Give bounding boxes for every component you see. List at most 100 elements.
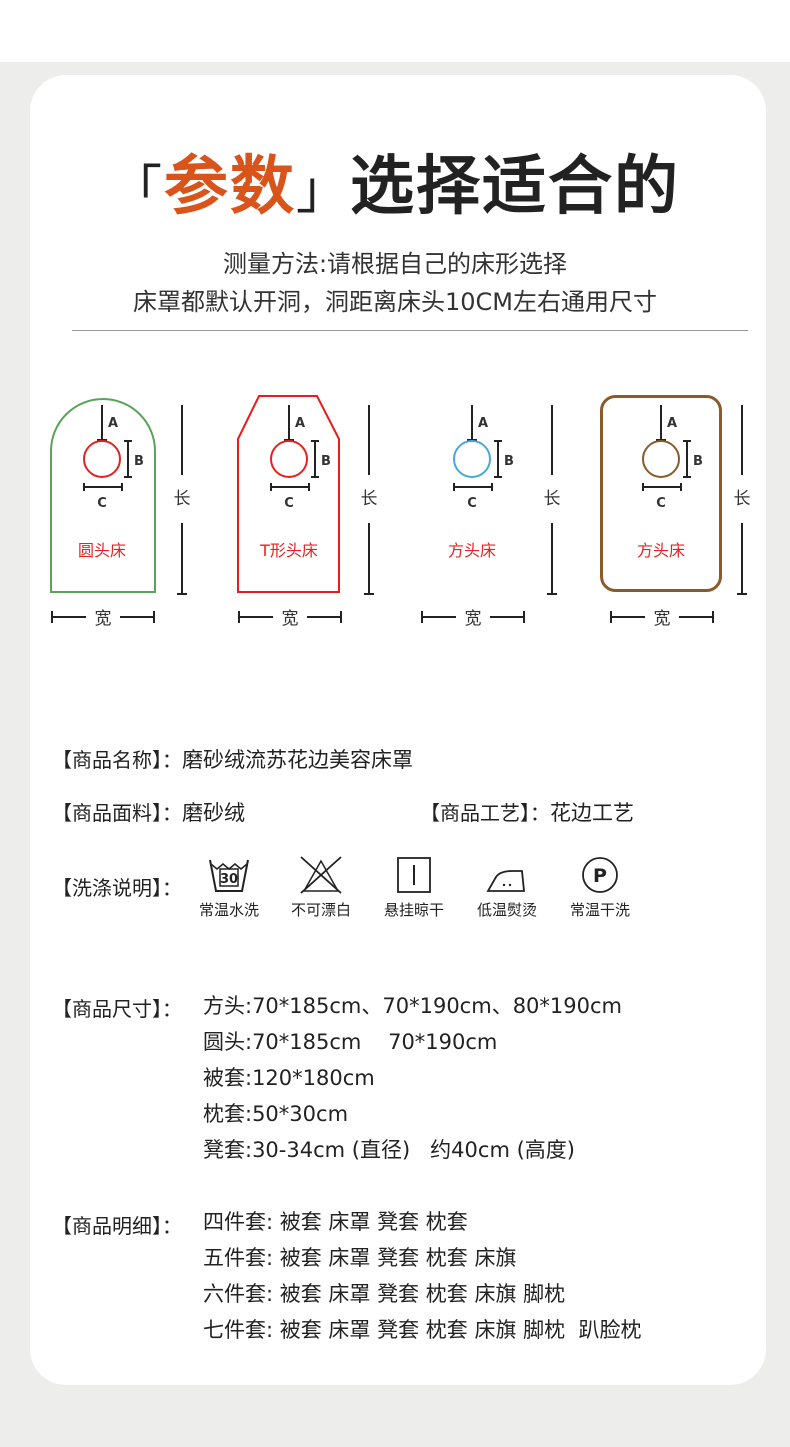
- detail-item: 六件套: 被套 床罩 凳套 枕套 床旗 脚枕: [203, 1282, 566, 1306]
- product-name-row: 【商品名称】：磨砂绒流苏花边美容床罩: [52, 744, 413, 774]
- wash-30-icon: 30: [209, 859, 249, 892]
- bed-type-name: 圆头床: [78, 541, 126, 560]
- hang-dry-icon: [397, 857, 431, 893]
- care-label: 不可漂白: [290, 901, 351, 919]
- size-item: 枕套:50*30cm: [203, 1102, 349, 1126]
- detail-list: 四件套: 被套 床罩 凳套 枕套五件套: 被套 床罩 凳套 枕套 床旗六件套: …: [203, 1204, 641, 1348]
- dimension-c-bracket: [83, 483, 123, 491]
- bed-type-name: 方头床: [448, 541, 496, 560]
- dimension-c-bracket: [642, 483, 682, 491]
- size-list: 方头:70*185cm、70*190cm、80*190cm 圆头:70*185cm…: [203, 988, 622, 1168]
- care-label: 常温干洗: [569, 901, 630, 919]
- product-craft-label: 【商品工艺】：: [420, 801, 550, 825]
- length-label: 长: [174, 489, 191, 509]
- length-label: 长: [734, 489, 751, 509]
- care-no-bleach: 不可漂白: [276, 855, 366, 920]
- care-hang-dry: 悬挂晾干: [369, 855, 459, 920]
- detail-item: 五件套: 被套 床罩 凳套 枕套 床旗: [203, 1246, 517, 1270]
- dimension-a-label: A: [295, 416, 305, 431]
- dimension-b-label: B: [504, 454, 514, 469]
- width-label: 宽: [95, 609, 112, 629]
- dimension-a-label: A: [667, 416, 677, 431]
- dimension-c-label: C: [467, 496, 477, 511]
- size-item: 圆头:70*185cm 70*190cm: [203, 1030, 498, 1054]
- svg-text:30: 30: [220, 872, 238, 887]
- detail-item: 七件套: 被套 床罩 凳套 枕套 床旗 脚枕 趴脸枕: [203, 1318, 642, 1342]
- face-hole: [270, 440, 308, 478]
- title-highlight: 参数: [164, 150, 296, 224]
- size-label: 【商品尺寸】：: [52, 997, 182, 1021]
- bed-diagram: A B C 方头床 长 宽: [600, 395, 751, 629]
- divider: [72, 330, 748, 331]
- size-item: 凳套:30-34cm (直径) 约40cm (高度): [203, 1138, 575, 1162]
- product-fabric-row: 【商品面料】：磨砂绒: [52, 797, 245, 827]
- low-iron-icon: [486, 870, 525, 892]
- bed-diagram: A B C 方头床 长 宽: [421, 405, 561, 629]
- bed-diagram: A B C T形头床 长 宽: [237, 395, 378, 629]
- subtitle-line-2: 床罩都默认开洞，洞距离床头10CM左右通用尺寸: [132, 288, 657, 316]
- svg-text:P: P: [593, 865, 607, 887]
- bed-type-name: 方头床: [637, 541, 685, 560]
- width-label: 宽: [465, 609, 482, 629]
- face-hole: [453, 440, 491, 478]
- care-label: 常温水洗: [198, 901, 259, 919]
- product-craft-row: 【商品工艺】：花边工艺: [420, 797, 634, 827]
- width-label: 宽: [654, 609, 671, 629]
- length-dimension: [364, 405, 374, 595]
- width-dimension: [421, 611, 525, 623]
- width-label: 宽: [282, 609, 299, 629]
- width-dimension: [51, 611, 155, 623]
- dimension-c-bracket: [453, 483, 493, 491]
- no-bleach-icon: [300, 856, 342, 894]
- title-bracket-open: 「: [109, 161, 164, 221]
- subtitle-line-1: 测量方法:请根据自己的床形选择: [222, 250, 568, 278]
- product-fabric-value: 磨砂绒: [182, 801, 245, 825]
- content-card: [30, 75, 766, 1385]
- top-band: [0, 0, 790, 62]
- length-label: 长: [544, 489, 561, 509]
- care-label: 低温熨烫: [476, 901, 537, 919]
- dimension-c-label: C: [656, 496, 666, 511]
- dimension-c-label: C: [97, 496, 107, 511]
- care-dry-clean: P 常温干洗: [555, 855, 645, 920]
- size-item: 方头:70*185cm、70*190cm、80*190cm: [203, 994, 622, 1018]
- dimension-c-bracket: [270, 483, 310, 491]
- title-bracket-close: 」: [296, 161, 351, 221]
- care-wash-30: 30 常温水洗: [184, 855, 274, 920]
- face-hole: [642, 440, 680, 478]
- length-dimension: [547, 405, 557, 595]
- detail-item: 四件套: 被套 床罩 凳套 枕套: [203, 1210, 468, 1234]
- length-dimension: [737, 405, 747, 595]
- bed-outline: [50, 398, 156, 593]
- wash-label: 【洗涤说明】：: [52, 876, 182, 900]
- care-low-iron: 低温熨烫: [462, 855, 552, 920]
- width-dimension: [610, 611, 714, 623]
- dimension-c-label: C: [284, 496, 294, 511]
- length-dimension: [177, 405, 187, 595]
- dry-clean-p-icon: P: [582, 857, 618, 893]
- bed-type-name: T形头床: [259, 541, 318, 560]
- dimension-b-label: B: [321, 454, 331, 469]
- product-name-label: 【商品名称】：: [52, 748, 182, 772]
- title-rest: 选择适合的: [350, 150, 681, 224]
- page-title: 「参数」选择适合的: [0, 135, 790, 227]
- dimension-a-label: A: [478, 416, 488, 431]
- product-craft-value: 花边工艺: [550, 801, 634, 825]
- dimension-b-label: B: [693, 454, 703, 469]
- length-label: 长: [361, 489, 378, 509]
- dimension-b-label: B: [134, 454, 144, 469]
- detail-label: 【商品明细】：: [52, 1214, 182, 1238]
- bed-diagram: A B C 圆头床 长 宽: [50, 398, 191, 629]
- face-hole: [83, 440, 121, 478]
- bed-outline: [600, 395, 722, 592]
- care-label: 悬挂晾干: [383, 901, 444, 919]
- dimension-b-bracket: [311, 440, 319, 478]
- dimension-a-label: A: [108, 416, 118, 431]
- width-dimension: [238, 611, 342, 623]
- product-name-value: 磨砂绒流苏花边美容床罩: [182, 748, 413, 772]
- bed-shape-diagrams: A B C 圆头床 长 宽 A B C T形头床 长 宽: [0, 395, 790, 635]
- size-item: 被套:120*180cm: [203, 1066, 375, 1090]
- dimension-b-bracket: [683, 440, 691, 478]
- dimension-b-bracket: [494, 440, 502, 478]
